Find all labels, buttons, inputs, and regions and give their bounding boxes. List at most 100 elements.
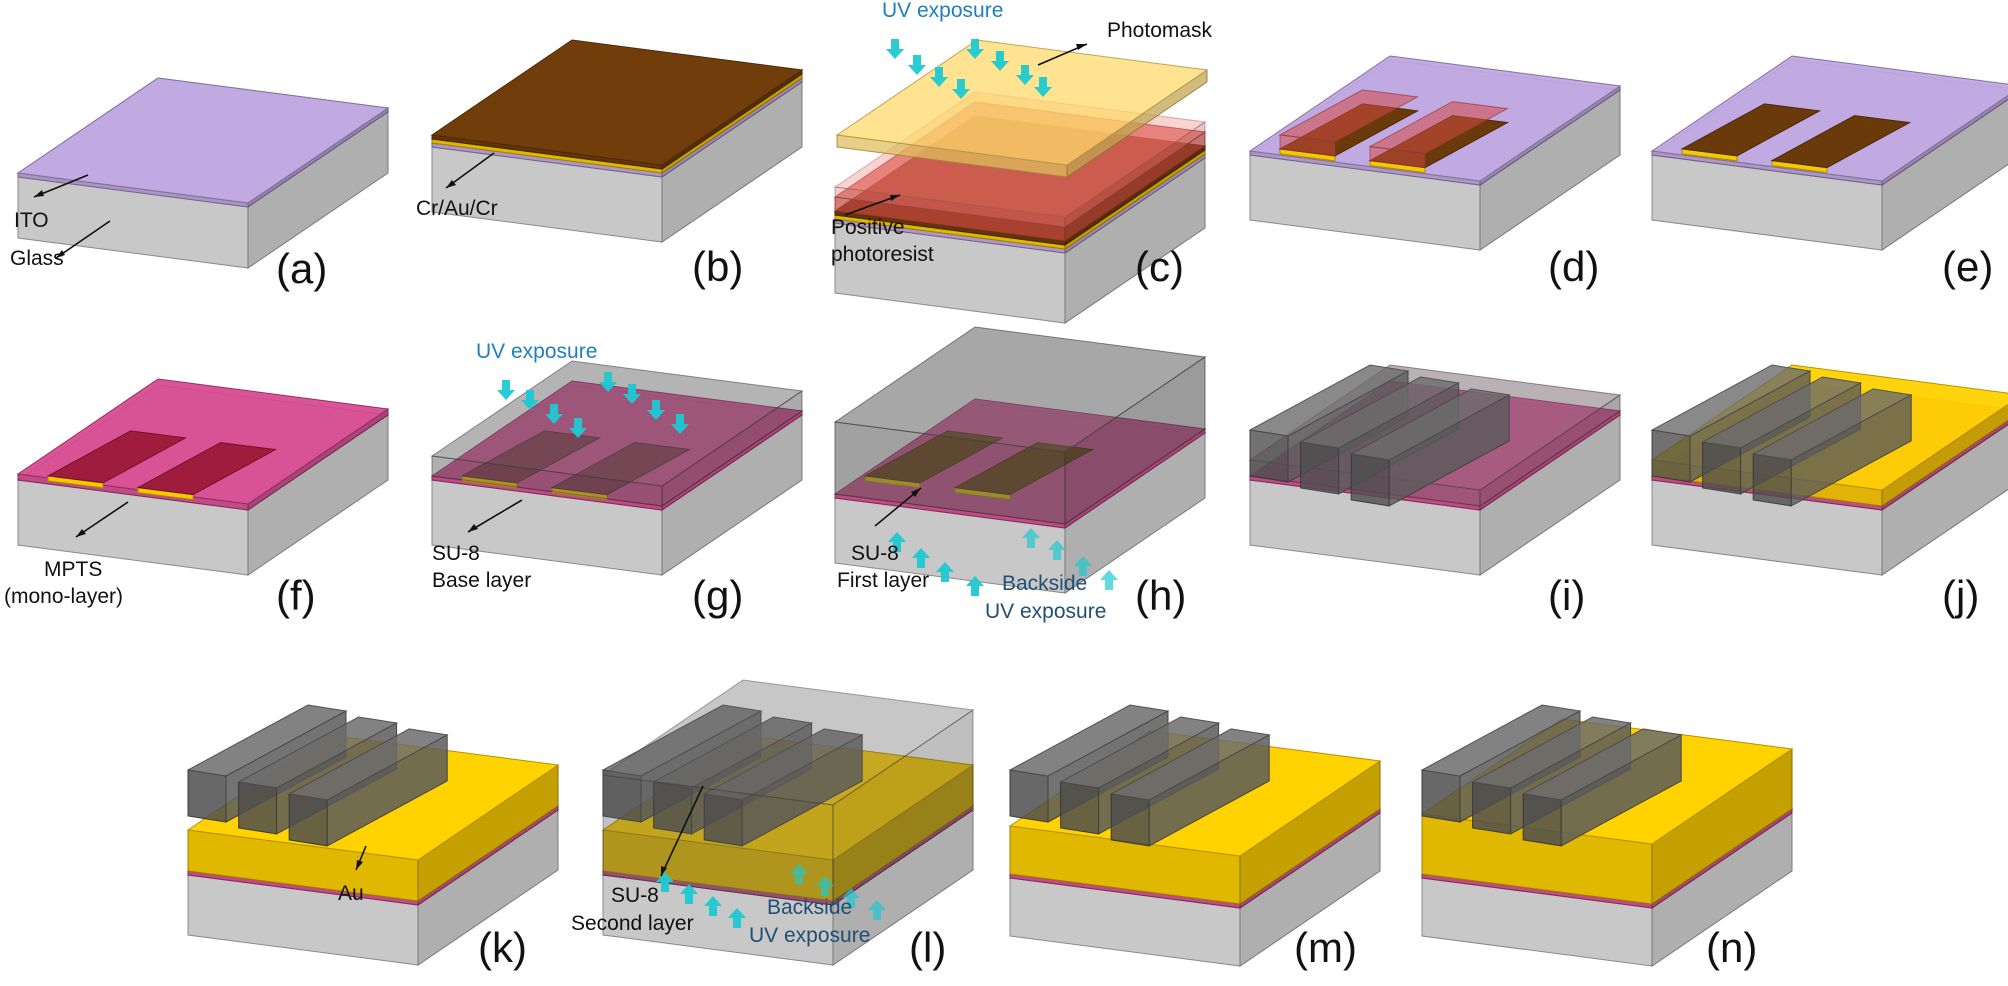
uv-arrow-5 <box>1022 528 1040 548</box>
su8-first-label-line2: First layer <box>837 569 929 592</box>
su8-first-layer <box>833 326 1207 525</box>
photomask-label: Photomask <box>1107 19 1213 42</box>
panel-i: (i) <box>1248 364 1622 619</box>
au-label-leader-line <box>355 845 367 871</box>
su8-walls <box>601 704 864 847</box>
panel-l: SU-8 Second layer Backside UV exposure (… <box>571 679 975 971</box>
backside-label-line2: UV exposure <box>985 600 1106 623</box>
uv-arrow-6 <box>1048 540 1066 560</box>
au-label: Au <box>338 882 364 905</box>
uv-arrow-7 <box>1074 556 1092 576</box>
uv-arrow-1 <box>886 39 904 59</box>
uv-arrow-5 <box>599 372 617 392</box>
panel-letter-k: (k) <box>478 924 527 971</box>
uv-exposure-label: UV exposure <box>882 0 1003 22</box>
mpts-label-leader-line <box>75 501 129 538</box>
backside-label-line1: Backside <box>767 896 852 919</box>
panel-letter-a: (a) <box>276 245 327 292</box>
su8-base-label-leader-line <box>467 499 523 533</box>
panel-letter-l: (l) <box>909 924 946 971</box>
uv-arrows <box>886 39 1052 99</box>
metal-stack-label: Cr/Au/Cr <box>416 197 498 220</box>
su8-base-label-line2: Base layer <box>432 569 531 592</box>
mpts-label-line1: MPTS <box>44 558 102 581</box>
panel-b: Cr/Au/Cr (b) <box>416 39 804 290</box>
su8-second-label-line2: Second layer <box>571 912 694 935</box>
positive-photoresist-label-line1: Positive <box>831 216 905 239</box>
su8-wall-3 <box>1751 388 1913 507</box>
uv-arrow-2 <box>521 390 539 410</box>
electrode-strip-1 <box>460 430 602 489</box>
panel-letter-f: (f) <box>276 572 316 619</box>
glass-label: Glass <box>10 247 64 270</box>
panel-letter-m: (m) <box>1294 924 1357 971</box>
su8-wall-3 <box>287 728 449 847</box>
su8-wall-3 <box>1521 728 1683 847</box>
su8-first-label-leader-line <box>874 487 922 527</box>
glass-label-leader-line <box>55 220 111 259</box>
slab-faces <box>601 679 975 906</box>
panel-m: (m) <box>1008 704 1382 971</box>
slab-faces <box>835 39 1209 178</box>
backside-label-line1: Backside <box>1002 572 1087 595</box>
backside-label-line2: UV exposure <box>749 924 870 947</box>
electrode-strip-2 <box>1770 115 1912 174</box>
electrode-strip-1 <box>46 430 188 489</box>
slab-faces <box>833 326 1207 525</box>
slab-faces <box>430 360 804 507</box>
su8-second-label-leader-line <box>660 785 704 877</box>
panel-j: (j) <box>1650 364 2008 619</box>
patterned-metal-strips <box>1680 103 1912 174</box>
uv-arrow-1 <box>888 532 906 552</box>
backside-uv-arrows <box>656 864 886 928</box>
panel-a: ITO Glass (a) <box>10 77 390 292</box>
mpts-label-line2: (mono-layer) <box>4 585 123 608</box>
su8-first-label-line1: SU-8 <box>851 542 899 565</box>
chromium-gold-chromium-layer <box>430 39 804 170</box>
uv-arrow-6 <box>991 51 1009 71</box>
uv-arrow-1 <box>656 872 674 892</box>
patterned-metal-and-resist-strips <box>1278 89 1510 174</box>
panel-n: (n) <box>1420 704 1794 971</box>
su8-second-layer <box>601 679 975 906</box>
uv-arrow-2 <box>680 884 698 904</box>
panel-e: (e) <box>1650 55 2008 290</box>
panel-letter-g: (g) <box>692 572 743 619</box>
uv-arrow-4 <box>569 418 587 438</box>
uv-arrow-4 <box>952 79 970 99</box>
uv-exposure-label: UV exposure <box>476 340 597 363</box>
photomask <box>835 39 1209 178</box>
photoresist-label-leader-line <box>844 194 901 216</box>
uv-arrow-4 <box>966 576 984 596</box>
su8-walls <box>1008 704 1271 847</box>
panel-f: MPTS (mono-layer) (f) <box>4 378 390 619</box>
uv-arrow-4 <box>728 908 746 928</box>
panel-letter-d: (d) <box>1548 243 1599 290</box>
su8-walls <box>1650 364 1913 507</box>
positive-photoresist-label-line2: photoresist <box>831 243 934 266</box>
uv-arrows <box>497 372 689 438</box>
uv-arrow-6 <box>816 876 834 896</box>
electrode-strip-2 <box>136 442 278 501</box>
uv-arrow-3 <box>936 562 954 582</box>
uv-arrow-8 <box>868 900 886 920</box>
uv-arrow-8 <box>1034 77 1052 97</box>
panel-d: (d) <box>1248 55 1622 290</box>
su8-walls <box>186 704 449 847</box>
uv-arrow-3 <box>930 67 948 87</box>
panel-letter-c: (c) <box>1135 243 1184 290</box>
su8-wall-3 <box>702 728 864 847</box>
uv-arrow-1 <box>497 380 515 400</box>
su8-walls <box>1420 704 1683 847</box>
electrode-strip-2 <box>1368 101 1510 174</box>
uv-arrow-3 <box>545 404 563 424</box>
ito-label-leader-line <box>33 174 89 198</box>
panel-h: SU-8 First layer Backside UV exposure (h… <box>833 326 1207 623</box>
su8-walls <box>1248 364 1511 507</box>
su8-wall-3 <box>1109 728 1271 847</box>
electrode-strip-1 <box>1680 103 1822 162</box>
slab-faces <box>430 39 804 170</box>
ito-label: ITO <box>14 209 49 232</box>
patterned-metal-strips <box>46 430 278 501</box>
